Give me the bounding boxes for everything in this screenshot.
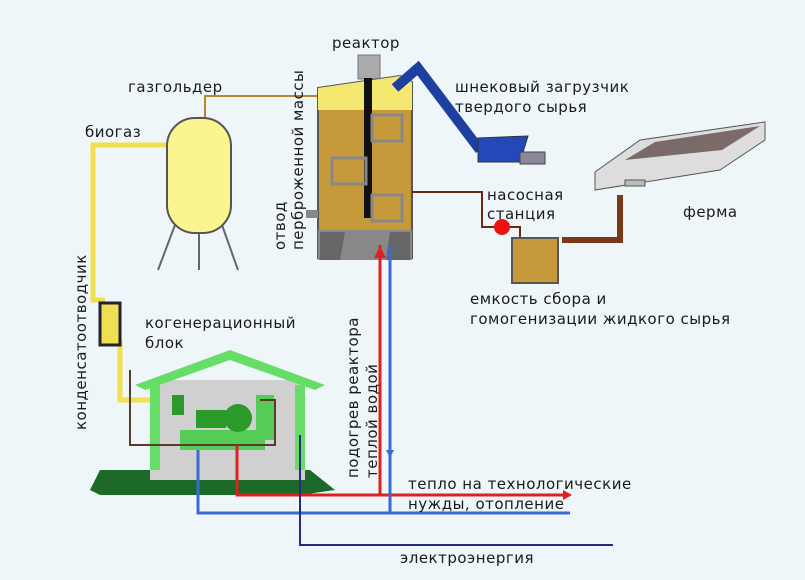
label-heating-1: подогрев реактора [344,317,362,478]
label-screw-loader-2: твердого сырья [455,98,587,116]
label-gasholder: газгольдер [128,78,223,96]
label-heating-2: теплой водой [363,364,381,478]
label-outlet-2: перброженной массы [289,70,307,250]
label-reactor: реактор [332,34,400,52]
electricity-line [299,435,613,546]
label-pump-1: насосная [487,186,564,204]
label-chp-2: блок [145,334,184,352]
feed-line [412,191,521,240]
pump-icon [494,219,510,235]
label-outlet-1: отвод [271,201,289,250]
gas-line [204,95,318,125]
label-heat-1: тепло на технологические [408,475,632,493]
heat-lines [196,245,572,515]
label-condensate: конденсатоотводчик [72,254,90,430]
farm-line [562,195,623,243]
gasholder-tank [157,117,239,271]
chp-unit [90,350,335,495]
label-tank-2: гомогенизации жидкого сырья [470,310,731,328]
label-screw-loader-1: шнековый загрузчик [455,78,629,96]
biogas-pipe [90,142,170,403]
label-biogas: биогаз [85,123,141,141]
reactor [306,54,413,260]
condensate-trap [98,301,122,347]
label-chp-1: когенерационный [145,314,296,332]
label-pump-2: станция [487,205,555,223]
screw-loader [391,60,546,165]
label-tank-1: емкость сбора и [470,290,607,308]
label-heat-2: нужды, отопление [408,495,564,513]
farm-building [594,121,766,191]
label-electricity: электроэнергия [400,549,534,567]
collection-tank [511,237,559,284]
label-farm: ферма [683,203,738,221]
